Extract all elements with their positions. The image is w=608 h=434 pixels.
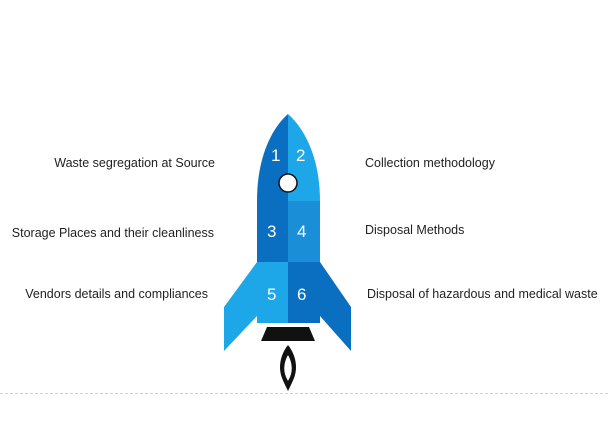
segment-6	[288, 262, 320, 323]
step-5-label: Vendors details and compliances	[25, 287, 208, 301]
segment-number-2: 2	[296, 146, 305, 165]
step-3-label: Storage Places and their cleanliness	[11, 226, 214, 240]
step-2-label: Collection methodology	[365, 156, 495, 170]
segment-number-5: 5	[267, 285, 276, 304]
rocket-flame-inner	[284, 355, 292, 381]
bottom-divider	[0, 393, 608, 394]
left-fin	[224, 262, 257, 351]
rocket-nozzle	[261, 327, 315, 341]
segment-4	[288, 201, 320, 262]
step-6-label: Disposal of hazardous and medical waste	[367, 287, 598, 301]
step-1-label: Waste segregation at Source	[54, 156, 215, 170]
segment-5	[257, 262, 288, 323]
right-fin	[320, 262, 351, 351]
rocket-window	[278, 173, 298, 193]
segment-3	[257, 201, 288, 262]
segment-number-1: 1	[271, 146, 280, 165]
segment-number-3: 3	[267, 222, 276, 241]
step-4-label: Disposal Methods	[365, 223, 465, 237]
segment-number-6: 6	[297, 285, 306, 304]
segment-number-4: 4	[297, 222, 306, 241]
